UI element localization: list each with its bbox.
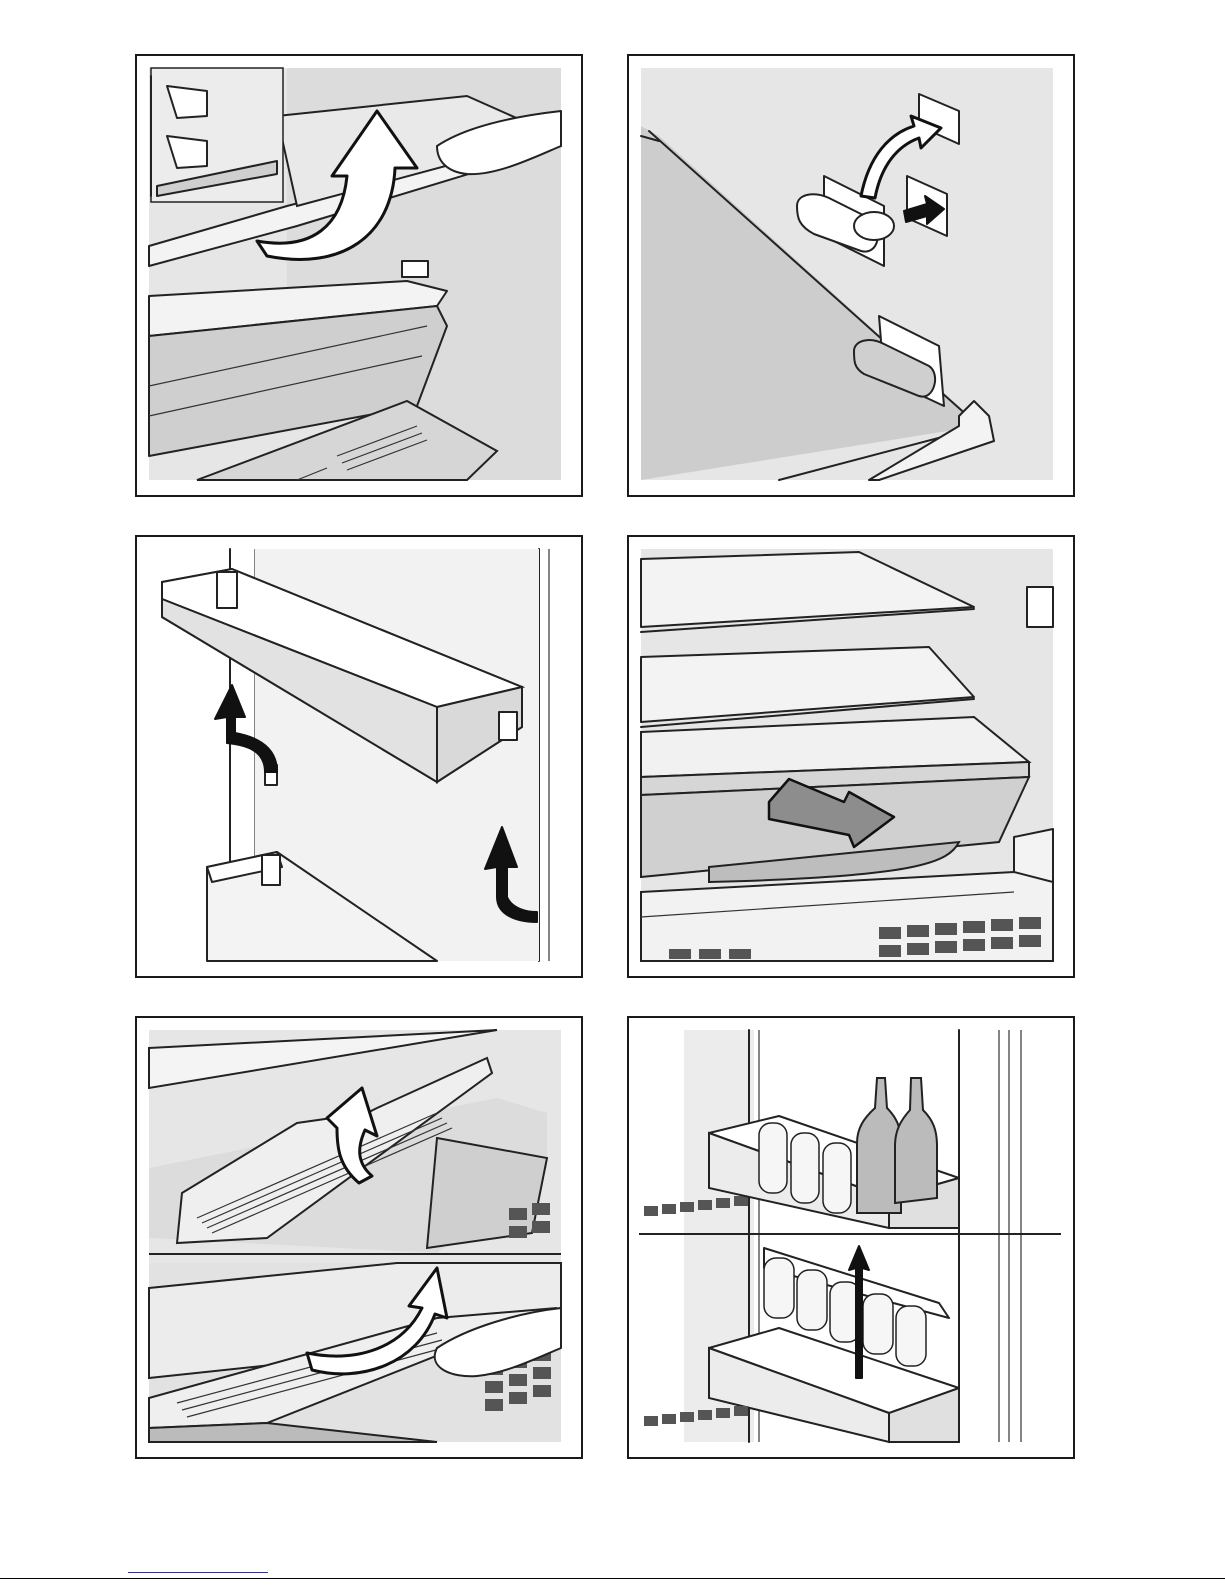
illustration-panel-drawer (627, 535, 1075, 978)
footer-link-underline[interactable] (128, 1572, 268, 1573)
inset-detail (151, 68, 283, 202)
illustration-panel-shelf-removal (135, 54, 583, 497)
illustration-panel-door-rack (135, 535, 583, 978)
shelf-removal-drawing (137, 56, 581, 495)
drawer-drawing (629, 537, 1073, 976)
illustration-panel-bottle-holder (627, 1016, 1075, 1459)
illustration-panel-support-clip (627, 54, 1075, 497)
support-clip-drawing (629, 56, 1073, 495)
crisper-lid-drawing (137, 1018, 581, 1457)
illustration-panel-crisper-lid (135, 1016, 583, 1459)
bottle-holder-drawing (629, 1018, 1073, 1457)
door-rack-drawing (137, 537, 581, 976)
footer-rule (0, 1578, 1225, 1579)
